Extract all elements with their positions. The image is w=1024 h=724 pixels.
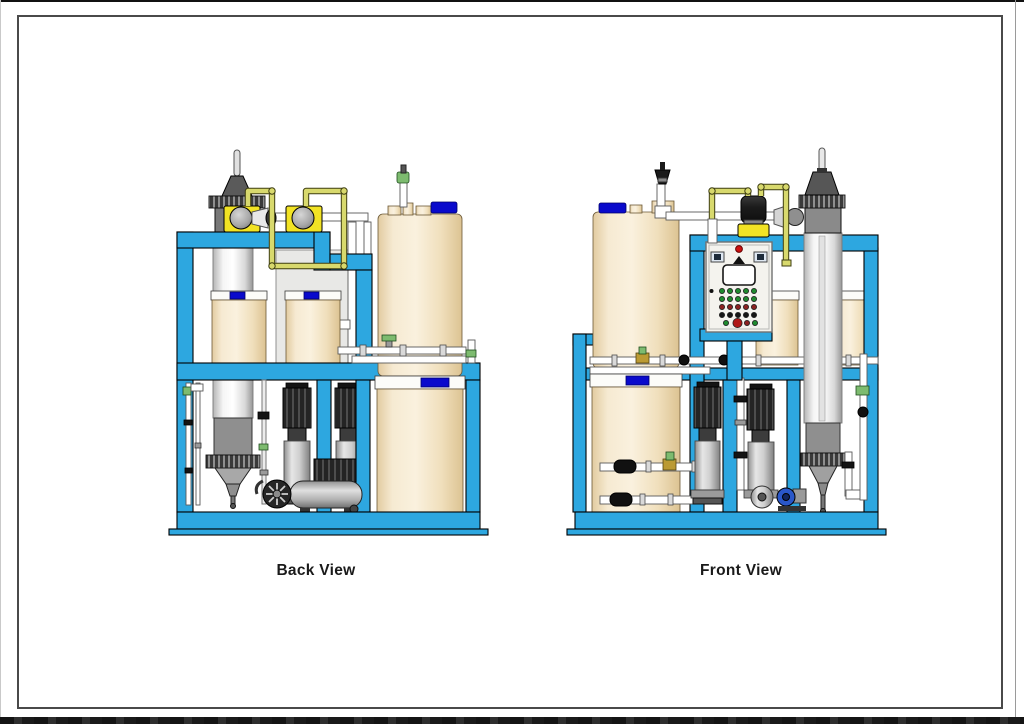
window-right-edge [1015,0,1016,717]
valve-green-handle [381,334,397,342]
window-left-edge [0,0,1,724]
indicator-light [719,311,726,318]
indicator-light [727,303,734,310]
indicator-light [732,317,743,328]
vertical-pump-1 [690,381,725,505]
back-view-drawing: Back View [168,149,489,579]
indicator-light [735,287,742,294]
indicator-light [744,319,751,326]
window-top-edge [0,0,1024,2]
tank-cap [598,202,627,214]
indicator-light [727,287,734,294]
day-tank-1 [210,290,268,364]
dosing-pump-1 [223,205,277,233]
indicator-light [751,295,758,302]
indicator-light [735,303,742,310]
valve-brass-2 [662,458,677,471]
indicator-light [727,295,734,302]
indicator-light [743,287,750,294]
indicator-light [751,287,758,294]
indicator-light [743,303,750,310]
panel-indicator-lights [719,287,759,328]
valve-black-1 [613,459,637,474]
tank-vent-valve [396,171,410,184]
alarm-triangle-icon [733,256,745,264]
control-panel [705,241,773,333]
sample-piping [182,379,270,506]
vertical-pump-2 [743,383,779,499]
membrane-top-collar [798,194,846,209]
day-tank-2 [284,290,342,364]
indicator-light [735,295,742,302]
hmi-display [722,264,756,286]
chemical-tank-lower [374,375,466,513]
process-piping [337,334,477,364]
skid-base [176,511,481,530]
skid-base-plate [168,528,489,536]
indicator-light [752,319,759,326]
chemical-tank-upper [592,162,680,369]
membrane-module [798,147,846,514]
window-bottom-bar [0,717,1024,724]
compressor-motor [313,458,357,483]
tank-outlet-piping [599,451,721,507]
valve-brass [635,352,650,364]
air-compressor [254,458,363,514]
indicator-light [751,303,758,310]
dosing-pump [737,195,770,238]
indicator-light [751,311,758,318]
tank-cap [430,201,458,214]
indicator-light [719,303,726,310]
chemical-tank-upper [377,164,463,377]
indicator-light [735,311,742,318]
chemical-tank-lower [589,373,683,513]
indicator-light [743,311,750,318]
dosing-tubing [244,187,348,270]
dosing-tubing [708,183,792,267]
skid-base-plate [566,528,887,536]
back-view-label: Back View [276,562,356,579]
indicator-light [743,295,750,302]
indicator-light [723,319,730,326]
front-view-label: Front View [700,562,783,579]
valve-black-2 [609,492,633,507]
skid-base [574,511,879,530]
indicator-light [727,311,734,318]
booster-pump [776,487,807,511]
indicator-light [719,295,726,302]
membrane-module-bottom [205,417,261,509]
pilot-light [735,245,743,253]
front-view-drawing: Front View [566,147,887,579]
indicator-light [719,287,726,294]
dosing-pump-2 [285,205,323,233]
membrane-side-piping [841,353,870,501]
